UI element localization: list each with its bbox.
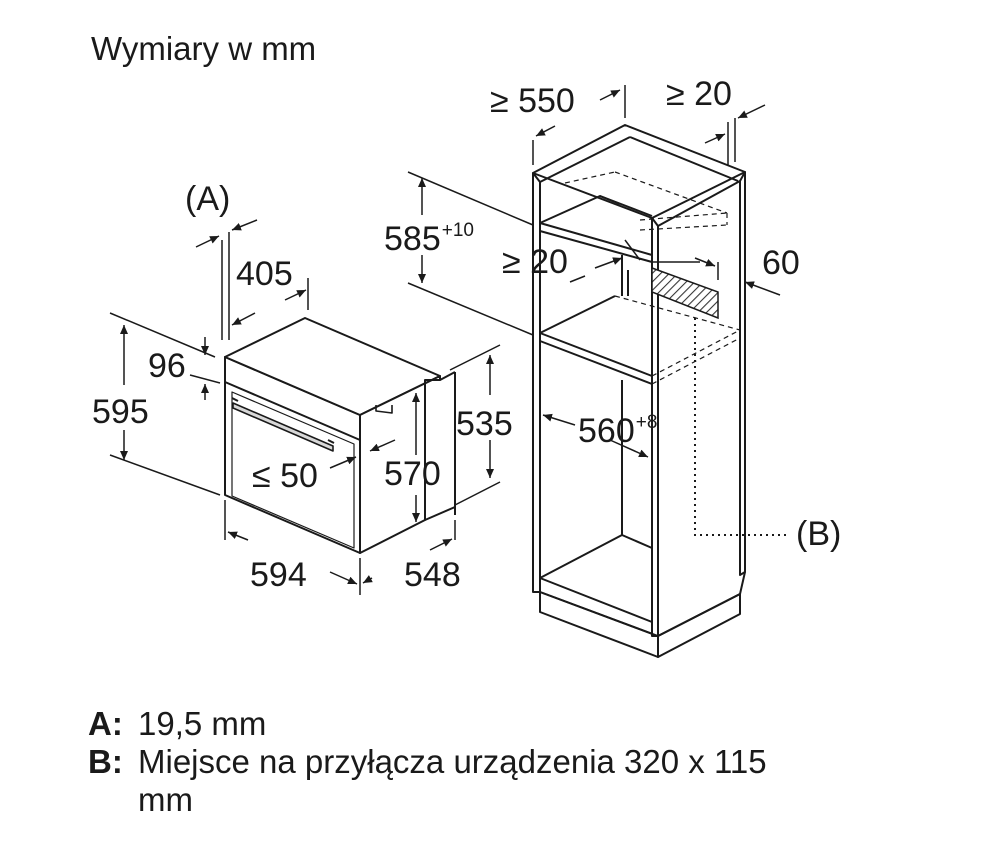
dim-niche-width: 560+8 <box>578 412 658 450</box>
dim-cabinet-depth: ≥ 550 <box>490 82 575 120</box>
marker-b: (B) <box>796 515 842 553</box>
oven-handle <box>232 402 334 452</box>
dim-front-panel-height: 96 <box>148 347 186 385</box>
dim-vent-width: 60 <box>762 244 800 282</box>
legend-key-b: B: <box>88 743 123 780</box>
dim-shelf-gap: ≥ 20 <box>502 243 568 281</box>
dim-oven-width: 594 <box>250 556 307 594</box>
dim-niche-height: 585+10 <box>384 220 474 258</box>
drawing-title: Wymiary w mm <box>91 30 317 67</box>
niche-height-tolerance: +10 <box>441 220 474 241</box>
legend: A: 19,5 mm B: Miejsce na przyłącza urząd… <box>88 705 828 819</box>
legend-key-a: A: <box>88 705 123 742</box>
marker-a: (A) <box>185 180 231 218</box>
dim-oven-height: 595 <box>92 393 149 431</box>
oven-dimension-lines <box>109 219 501 595</box>
vent-cutout <box>651 266 719 320</box>
legend-text-a: 19,5 mm <box>138 705 267 742</box>
cabinet-dimension-lines <box>407 85 781 458</box>
dim-oven-depth: 548 <box>404 556 461 594</box>
dim-top-depth: 405 <box>236 255 293 293</box>
legend-text-b: Miejsce na przyłącza urządzenia 320 x 11… <box>138 743 767 818</box>
niche-width-tolerance: +8 <box>635 412 658 433</box>
b-leader <box>694 318 790 536</box>
legend-row-a: A: 19,5 mm <box>88 705 828 743</box>
dim-back-gap: ≥ 20 <box>666 75 732 113</box>
oven-drawing <box>224 317 456 554</box>
dim-recess-depth: ≤ 50 <box>252 457 318 495</box>
dim-body-height: 570 <box>384 455 441 493</box>
oven-side <box>359 375 441 554</box>
legend-row-b: B: Miejsce na przyłącza urządzenia 320 x… <box>88 743 828 819</box>
cabinet-drawing <box>532 124 746 658</box>
dim-body-depth-height: 535 <box>456 405 513 443</box>
